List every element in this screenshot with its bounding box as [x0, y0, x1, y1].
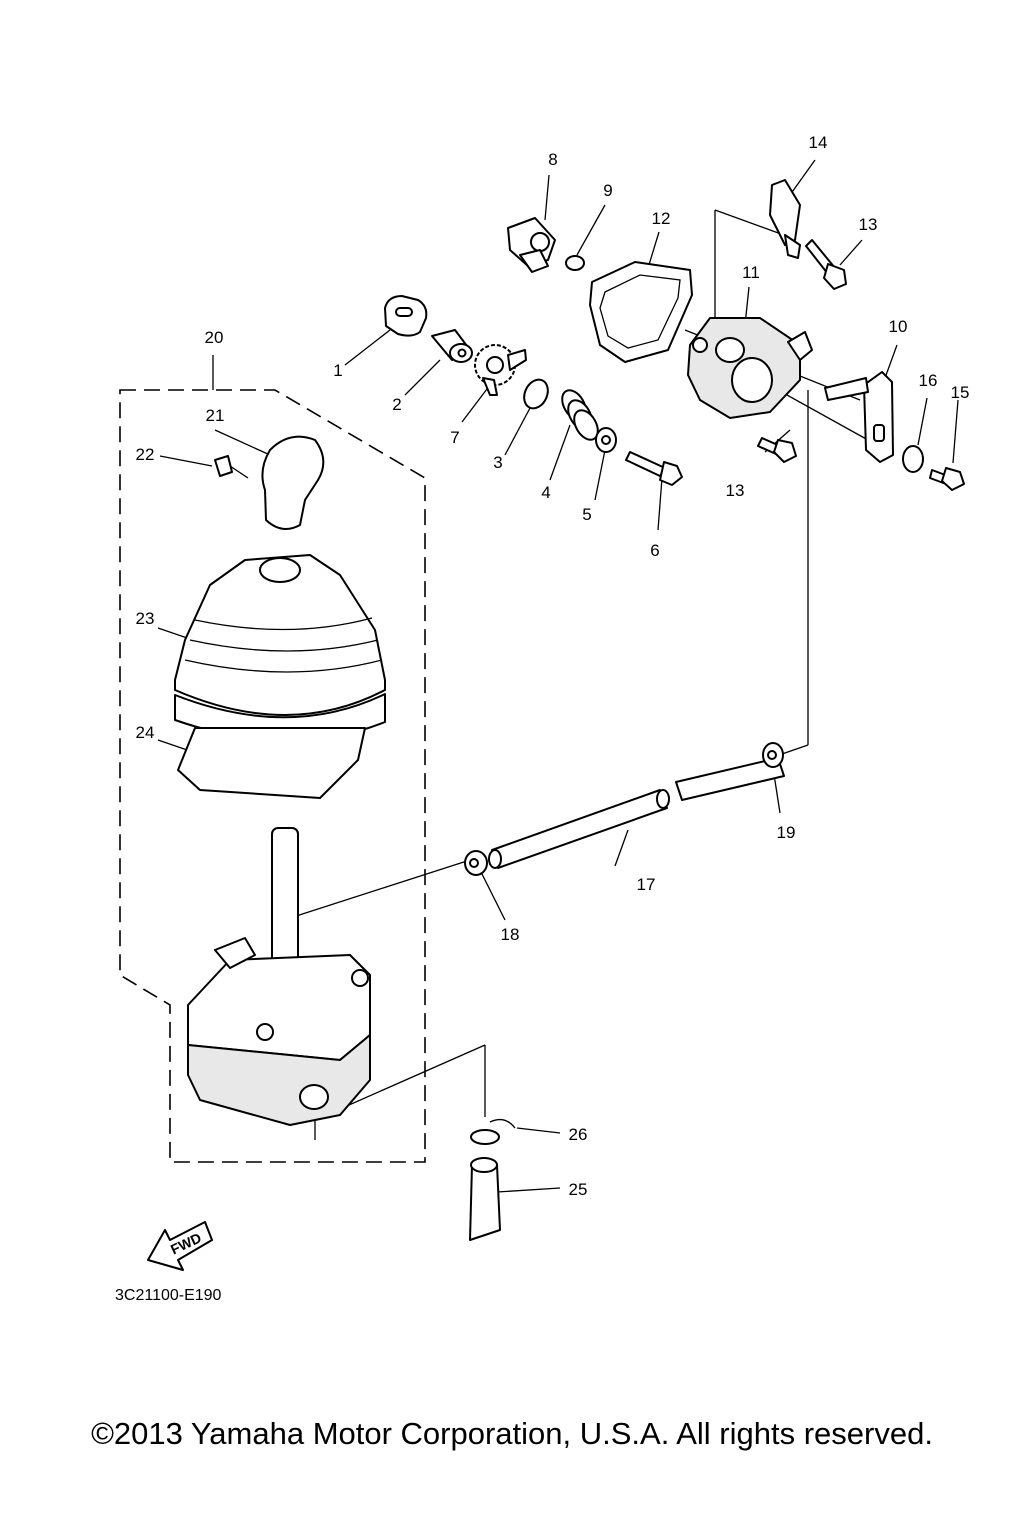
part-23-boot — [174, 554, 386, 742]
part-19-nut — [762, 742, 784, 768]
part-6-bolt — [625, 451, 683, 486]
part-18-nut — [464, 850, 488, 876]
label-part-12: 12 — [652, 209, 671, 228]
part-8-lever-assembly — [507, 217, 556, 273]
label-part-1: 1 — [333, 361, 342, 380]
part-22-screw — [214, 455, 249, 479]
part-24-seal — [177, 727, 366, 799]
part-1-cam — [384, 295, 428, 337]
part-2-bushing — [431, 329, 473, 363]
label-part-4: 4 — [541, 483, 550, 502]
label-part-24: 24 — [136, 723, 155, 742]
part-17-rod — [488, 757, 785, 869]
label-part-16: 16 — [919, 371, 938, 390]
part-4-spring — [561, 389, 599, 441]
label-part-19: 19 — [777, 823, 796, 842]
label-part-25: 25 — [569, 1180, 588, 1199]
label-part-23: 23 — [136, 609, 155, 628]
label-part-6: 6 — [650, 541, 659, 560]
part-15-bolt — [929, 467, 965, 491]
label-part-18: 18 — [501, 925, 520, 944]
label-part-3: 3 — [493, 453, 502, 472]
part-25-grommet — [469, 1157, 501, 1241]
label-part-15: 15 — [951, 383, 970, 402]
copyright-notice: ©2013 Yamaha Motor Corporation, U.S.A. A… — [91, 1416, 933, 1451]
label-part-11: 11 — [742, 263, 760, 282]
label-part-22: 22 — [136, 445, 155, 464]
part-7-gear — [474, 344, 527, 396]
part-labels: 1 2 3 4 5 6 7 8 9 10 11 12 13 13 14 15 1… — [136, 133, 970, 1199]
label-part-2: 2 — [392, 395, 401, 414]
label-part-10: 10 — [889, 317, 908, 336]
label-part-13a: 13 — [859, 215, 878, 234]
part-13b-bolt — [757, 437, 797, 463]
label-part-13b: 13 — [726, 481, 745, 500]
label-part-8: 8 — [548, 150, 557, 169]
label-part-26: 26 — [569, 1125, 588, 1144]
label-part-9: 9 — [603, 181, 612, 200]
part-10-lever — [824, 371, 894, 463]
fwd-arrow-icon: FWD — [147, 1221, 213, 1271]
part-21-knob — [261, 435, 325, 530]
part-12-gasket — [589, 261, 693, 363]
label-part-5: 5 — [582, 505, 591, 524]
part-16-washer — [902, 445, 924, 473]
label-part-20: 20 — [205, 328, 224, 347]
part-3-washer — [523, 378, 549, 410]
part-14-bracket — [769, 179, 801, 259]
label-part-21: 21 — [206, 406, 225, 425]
part-9-o-ring — [565, 255, 585, 271]
part-26-clip — [470, 1118, 516, 1145]
part-5-collar — [595, 427, 617, 453]
label-part-17: 17 — [637, 875, 656, 894]
part-11-housing — [687, 317, 813, 419]
assembly-boundary — [119, 389, 426, 1163]
label-part-7: 7 — [450, 428, 459, 447]
shift-housing — [187, 827, 371, 1126]
part-13a-bolt — [805, 239, 847, 290]
label-part-14: 14 — [809, 133, 828, 152]
diagram-code: 3C21100-E190 — [115, 1287, 222, 1304]
